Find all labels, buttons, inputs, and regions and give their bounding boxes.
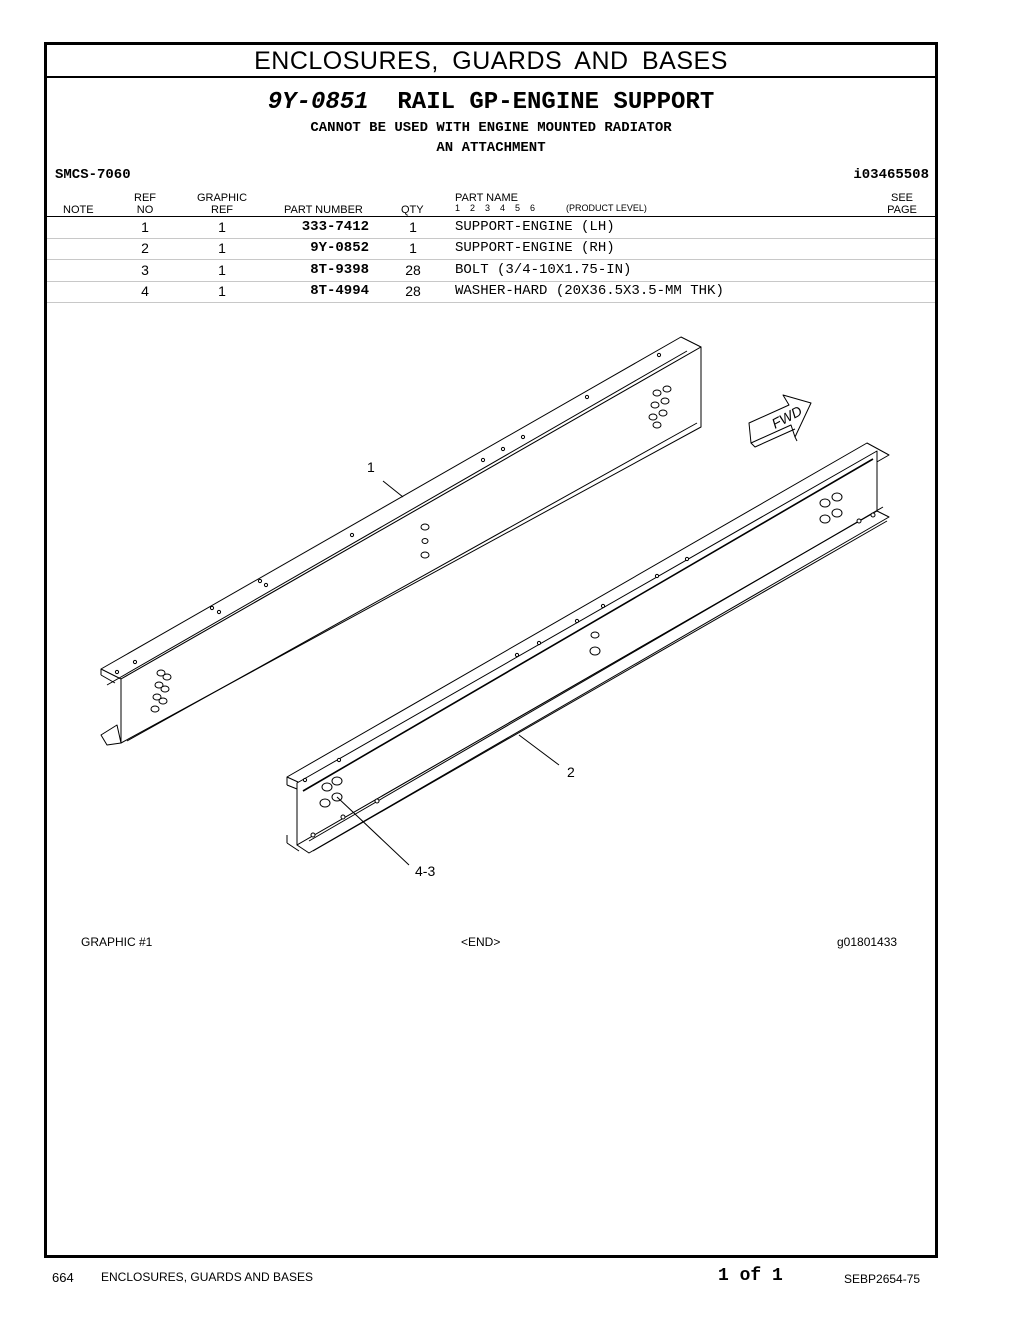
callout-2: 2 [567,764,575,780]
col-see-page-bottom: PAGE [887,204,917,216]
qty: 1 [409,219,417,235]
graphic-number: GRAPHIC #1 [81,935,153,949]
group-note-line1: CANNOT BE USED WITH ENGINE MOUNTED RADIA… [310,120,672,136]
part-name: WASHER-HARD (20X36.5X3.5-MM THK) [455,283,724,299]
smcs-code: SMCS-7060 [55,167,131,183]
col-product-level: (PRODUCT LEVEL) [566,203,647,213]
row-rule [47,302,935,303]
part-name: SUPPORT-ENGINE (LH) [455,219,615,235]
group-name: RAIL GP-ENGINE SUPPORT [397,89,715,116]
col-graphic-ref-bottom: REF [211,204,233,216]
ref-no: 2 [141,240,149,256]
graphic-ref: 1 [218,283,226,299]
ref-no: 1 [141,219,149,235]
graphic-ref: 1 [218,262,226,278]
ref-no: 3 [141,262,149,278]
part-name: BOLT (3/4-10X1.75-IN) [455,262,632,278]
header-rule [47,216,935,217]
fwd-arrow-icon [748,394,812,448]
group-note-line2: AN ATTACHMENT [436,140,546,156]
col-graphic-ref-top: GRAPHIC [196,192,248,204]
qty: 1 [409,240,417,256]
graphic-id: g01801433 [837,935,898,949]
graphic-end-marker: <END> [461,935,501,949]
section-title: ENCLOSURES, GUARDS AND BASES [47,45,935,78]
callout-1: 1 [367,459,375,475]
part-number: 8T-4994 [310,283,369,299]
col-see-page-top: SEE [890,192,913,204]
row-rule [47,259,935,260]
graphic-ref: 1 [218,219,226,235]
footer-section: ENCLOSURES, GUARDS AND BASES [101,1270,314,1284]
exploded-view-drawing: FWD 1 2 4-3 [100,336,890,879]
footer-doc-number: SEBP2654-75 [844,1272,921,1286]
footer-page-number: 664 [52,1270,74,1285]
part-number: 8T-9398 [310,262,369,278]
col-note: NOTE [63,204,94,216]
graphic-ref: 1 [218,240,226,256]
qty: 28 [405,283,421,299]
qty: 28 [405,262,421,278]
part-name: SUPPORT-ENGINE (RH) [455,240,615,256]
col-qty: QTY [401,204,424,216]
col-part-name: PART NAME [455,192,518,204]
col-ref-no-bottom: NO [136,204,154,216]
footer-page-of: 1 of 1 [718,1266,783,1286]
page-frame: ENCLOSURES, GUARDS AND BASES 9Y-0851 RAI… [44,42,938,1258]
rail-lh-drawing [100,336,702,746]
col-ref-no-top: REF [134,192,156,204]
row-rule [47,281,935,282]
part-number: 333-7412 [301,219,369,235]
callout-4-3: 4-3 [415,863,435,879]
ref-no: 4 [141,283,149,299]
row-rule [47,238,935,239]
info-id: i03465508 [853,167,929,183]
rail-rh-drawing [286,442,890,854]
col-part-number: PART NUMBER [284,204,363,216]
part-number: 9Y-0852 [310,240,369,256]
group-part-number: 9Y-0851 [267,89,369,116]
group-title: 9Y-0851 RAIL GP-ENGINE SUPPORT [47,89,935,117]
col-levels: 1 2 3 4 5 6 [455,203,536,213]
